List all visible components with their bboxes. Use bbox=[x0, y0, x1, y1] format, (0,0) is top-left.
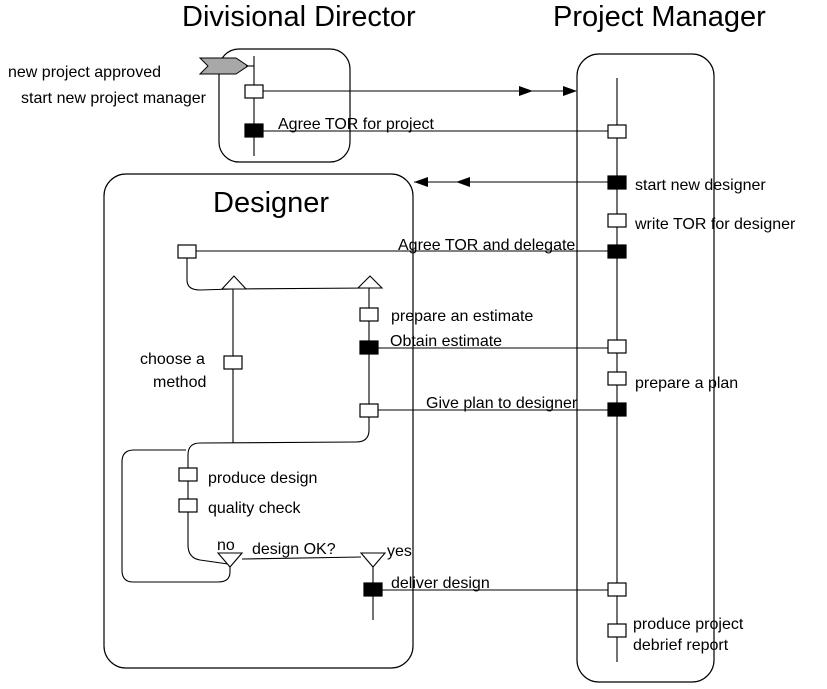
agree-tor-delegate-box bbox=[607, 244, 627, 259]
lane-title-project-manager: Project Manager bbox=[553, 1, 766, 33]
receive-plan-box bbox=[359, 403, 379, 418]
start-new-project-manager-box bbox=[244, 84, 264, 99]
prepare-plan-box bbox=[607, 371, 627, 386]
produce-design-box bbox=[178, 467, 198, 482]
label-deliver-design: deliver design bbox=[391, 575, 490, 592]
agree-tor-project-box bbox=[244, 123, 264, 138]
branch-triangle-left bbox=[220, 275, 248, 290]
quality-check-box bbox=[178, 498, 198, 513]
branch-triangle-right bbox=[356, 275, 384, 289]
lane-divisional-director bbox=[218, 48, 351, 163]
lane-title-divisional-director: Divisional Director bbox=[182, 1, 416, 33]
pm-deliver-design-box bbox=[607, 582, 627, 597]
trigger-arrow-icon bbox=[198, 57, 249, 75]
label-give-plan-to-designer: Give plan to designer bbox=[426, 395, 578, 412]
label-debrief-report: debrief report bbox=[633, 637, 729, 654]
lane-project-manager bbox=[576, 53, 715, 683]
arrowhead-icon bbox=[563, 86, 577, 96]
label-quality-check: quality check bbox=[208, 500, 301, 517]
label-start-new-designer: start new designer bbox=[635, 177, 766, 194]
yes-decision-triangle bbox=[359, 552, 387, 568]
write-tor-designer-box bbox=[607, 213, 627, 228]
label-design-ok: design OK? bbox=[252, 541, 336, 558]
label-new-project-approved: new project approved bbox=[8, 64, 161, 81]
label-prepare-a-plan: prepare a plan bbox=[635, 375, 738, 392]
produce-debrief-box bbox=[607, 623, 627, 638]
split-path bbox=[186, 258, 371, 291]
obtain-estimate-box bbox=[359, 340, 379, 355]
choose-method-box bbox=[223, 355, 243, 370]
designer-agree-tor-box bbox=[177, 244, 197, 259]
label-obtain-estimate: Obtain estimate bbox=[390, 333, 502, 350]
label-agree-tor-and-delegate: Agree TOR and delegate bbox=[398, 237, 575, 254]
arrowhead-icon bbox=[456, 177, 470, 187]
pm-agree-tor-box bbox=[607, 124, 627, 139]
arrowhead-icon bbox=[414, 177, 428, 187]
label-produce-design: produce design bbox=[208, 470, 317, 487]
label-yes: yes bbox=[387, 543, 412, 560]
arrowhead-icon bbox=[519, 86, 533, 96]
label-agree-tor-for-project: Agree TOR for project bbox=[278, 116, 434, 133]
start-new-designer-box bbox=[607, 175, 627, 190]
deliver-design-box bbox=[363, 582, 383, 597]
pm-obtain-estimate-box bbox=[607, 339, 627, 354]
rework-loop-path bbox=[121, 449, 231, 583]
label-method: method bbox=[153, 374, 206, 391]
decision-to-yes-line bbox=[241, 556, 362, 560]
label-no: no bbox=[217, 537, 235, 554]
label-write-tor-for-designer: write TOR for designer bbox=[634, 216, 796, 233]
join-path bbox=[187, 417, 370, 468]
give-plan-box bbox=[607, 402, 627, 417]
lane-title-designer: Designer bbox=[213, 187, 329, 219]
label-prepare-an-estimate: prepare an estimate bbox=[391, 308, 533, 325]
label-choose-a: choose a bbox=[140, 351, 205, 368]
label-start-new-project-manager: start new project manager bbox=[21, 90, 207, 107]
check-to-decision-path bbox=[187, 512, 229, 565]
prepare-estimate-box bbox=[359, 307, 379, 322]
no-decision-triangle bbox=[216, 552, 244, 568]
label-produce-project: produce project bbox=[633, 616, 744, 633]
lane-designer bbox=[103, 173, 414, 669]
